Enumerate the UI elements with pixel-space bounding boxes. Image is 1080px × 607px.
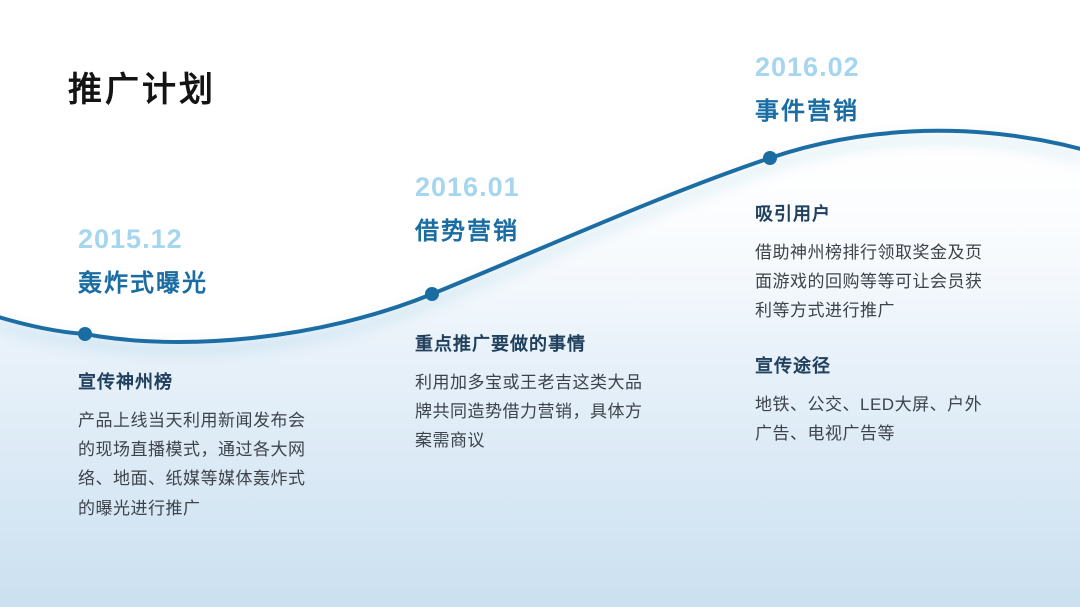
detail-heading: 重点推广要做的事情	[415, 334, 586, 354]
milestone-name: 借势营销	[415, 218, 519, 245]
detail-section: 宣传途径 地铁、公交、LED大屏、户外广告、电视广告等	[755, 352, 993, 448]
detail-body: 利用加多宝或王老吉这类大品牌共同造势借力营销，具体方案需商议	[415, 373, 643, 451]
timeline-area-fill	[0, 130, 1080, 607]
timeline-dot-1	[78, 327, 92, 341]
detail-heading: 宣传途径	[755, 355, 831, 376]
detail-body: 借助神州榜排行领取奖金及页面游戏的回购等等可让会员获利等方式进行推广	[755, 243, 983, 321]
detail-section: 吸引用户 借助神州榜排行领取奖金及页面游戏的回购等等可让会员获利等方式进行推广	[755, 200, 993, 326]
detail-heading: 吸引用户	[755, 204, 831, 224]
milestone-date: 2015.12	[78, 224, 183, 254]
milestone-label-2: 2016.01 借势营销	[415, 172, 520, 246]
detail-section: 重点推广要做的事情 利用加多宝或王老吉这类大品牌共同造势借力营销，具体方案需商议	[415, 330, 653, 456]
milestone-date: 2016.01	[415, 172, 520, 202]
milestone-label-1: 2015.12 轰炸式曝光	[78, 224, 208, 298]
detail-section: 宣传神州榜 产品上线当天利用新闻发布会的现场直播模式，通过各大网络、地面、纸媒等…	[78, 368, 316, 523]
milestone-detail-3: 吸引用户 借助神州榜排行领取奖金及页面游戏的回购等等可让会员获利等方式进行推广 …	[755, 200, 993, 448]
timeline-dot-2	[425, 287, 439, 301]
detail-body: 地铁、公交、LED大屏、户外广告、电视广告等	[755, 394, 983, 443]
page-title: 推广计划	[68, 71, 216, 109]
milestone-detail-2: 重点推广要做的事情 利用加多宝或王老吉这类大品牌共同造势借力营销，具体方案需商议	[415, 330, 653, 456]
milestone-label-3: 2016.02 事件营销	[755, 52, 860, 126]
milestone-date: 2016.02	[755, 52, 860, 82]
timeline-dot-3	[763, 151, 777, 165]
detail-heading: 宣传神州榜	[78, 372, 173, 392]
milestone-name: 轰炸式曝光	[78, 270, 208, 297]
milestone-detail-1: 宣传神州榜 产品上线当天利用新闻发布会的现场直播模式，通过各大网络、地面、纸媒等…	[78, 368, 316, 523]
detail-body: 产品上线当天利用新闻发布会的现场直播模式，通过各大网络、地面、纸媒等媒体轰炸式的…	[78, 411, 306, 518]
milestone-name: 事件营销	[755, 98, 859, 125]
